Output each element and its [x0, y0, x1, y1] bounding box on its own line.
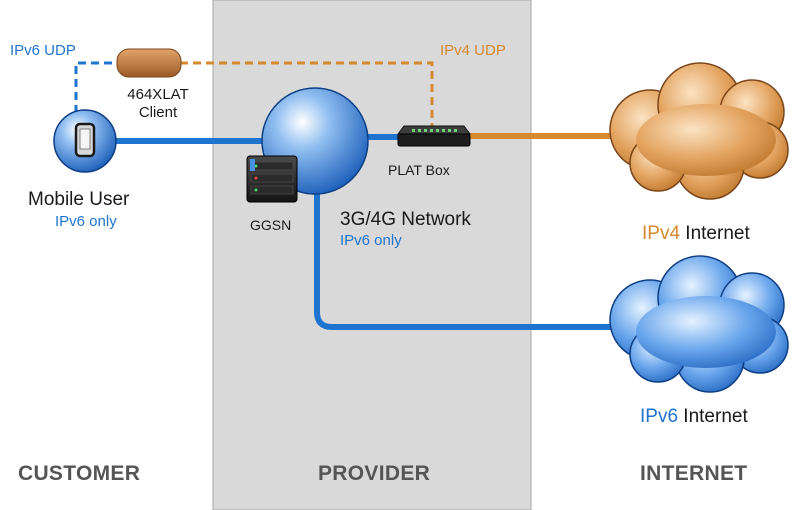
ipv4-internet-prefix: IPv4	[642, 223, 681, 244]
mobile-user-sublabel: IPv6 only	[55, 213, 117, 230]
xlat-client-label: 464XLAT Client	[123, 86, 193, 122]
ipv4-udp-tunnel-path	[180, 61, 434, 128]
ggsn-server-icon	[246, 155, 298, 203]
mobile-user-label: Mobile User	[28, 189, 130, 210]
zone-label-customer: CUSTOMER	[18, 462, 141, 485]
ipv4-internet-text: Internet	[680, 223, 750, 244]
zone-label-provider: PROVIDER	[318, 462, 431, 485]
plat-box-icon	[397, 125, 471, 147]
network-sublabel: IPv6 only	[340, 232, 402, 249]
zone-label-internet: INTERNET	[640, 462, 748, 485]
plat-box-label: PLAT Box	[388, 162, 450, 178]
ipv6-internet-prefix: IPv6	[640, 406, 679, 427]
ipv6-internet-cloud	[609, 255, 789, 393]
ipv6-udp-label: IPv6 UDP	[10, 42, 76, 59]
ipv4-internet-label: IPv4 Internet	[642, 224, 750, 243]
xlat-client-label-line2: Client	[138, 104, 178, 121]
provider-zone	[212, 0, 532, 510]
network-label: 3G/4G Network	[340, 209, 471, 230]
ipv4-internet-cloud	[609, 62, 789, 200]
ipv6-udp-tunnel-path	[74, 61, 122, 113]
ipv4-udp-label: IPv4 UDP	[440, 42, 506, 59]
mobile-user-node	[53, 109, 117, 173]
ggsn-label: GGSN	[250, 217, 292, 233]
ipv6-internet-text: Internet	[678, 406, 748, 427]
xlat-client-box	[116, 48, 182, 78]
xlat-client-label-line1: 464XLAT	[127, 86, 189, 103]
ipv6-internet-label: IPv6 Internet	[640, 407, 748, 426]
ipv6-link-network-to-ipv6-internet	[314, 180, 612, 330]
